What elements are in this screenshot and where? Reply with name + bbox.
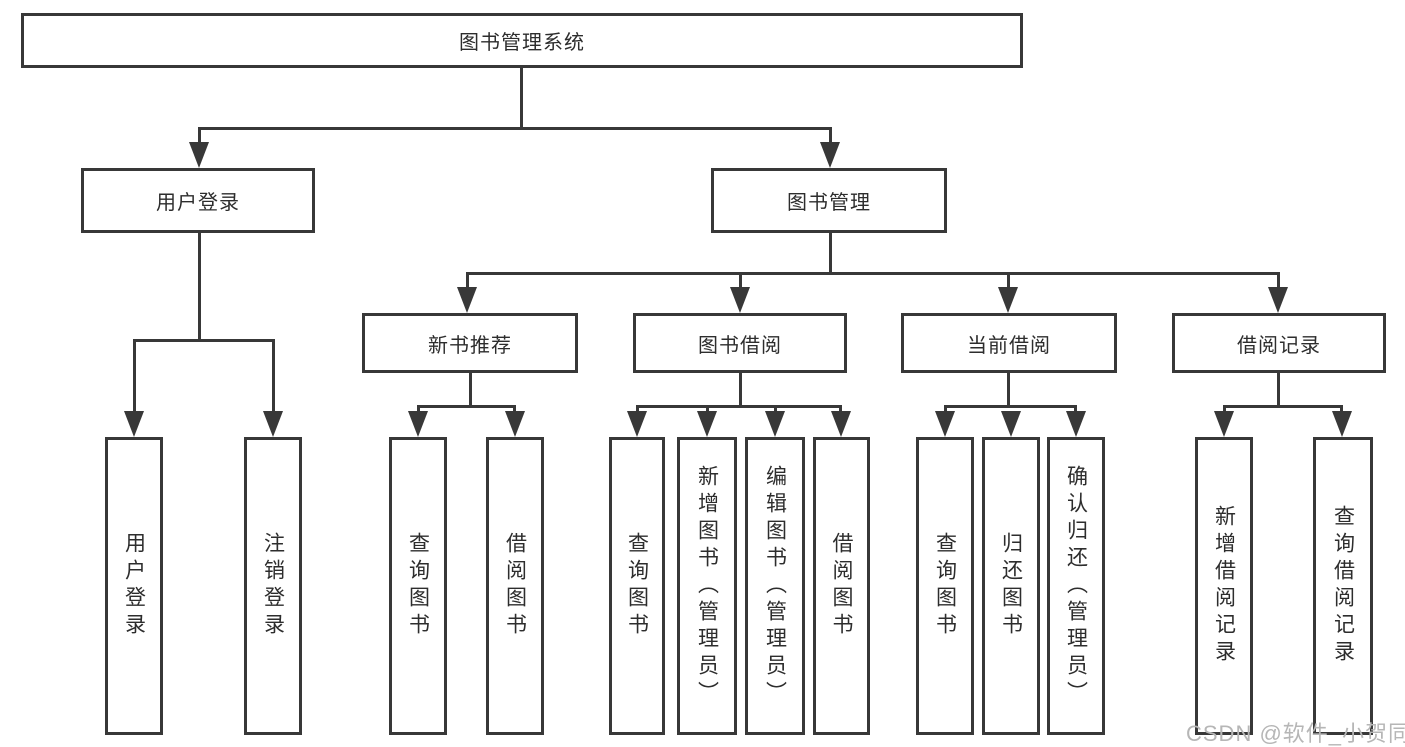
leaf-borrow-borrow-books-label: 借阅图书 <box>830 532 853 640</box>
connector-root-trunk <box>520 68 523 127</box>
connector-current-drop-3 <box>1074 405 1077 415</box>
arrowhead-current-confirm-return <box>1066 411 1086 437</box>
leaf-borrow-query-books-label: 查询图书 <box>625 532 649 640</box>
leaf-records-query-record: 查询借阅记录 <box>1313 437 1373 735</box>
node-user-login-label: 用户登录 <box>156 192 240 214</box>
leaf-current-return-books: 归还图书 <box>982 437 1040 735</box>
leaf-current-confirm-return-admin-label: 确认归还（管理员） <box>1064 464 1088 708</box>
leaf-current-return-books-label: 归还图书 <box>999 532 1023 640</box>
connector-borrow-drop-3 <box>774 405 777 415</box>
node-current-borrow: 当前借阅 <box>901 313 1117 373</box>
arrowhead-records-query-record <box>1332 411 1352 437</box>
arrowhead-borrow-edit-books <box>765 411 785 437</box>
leaf-rec-query-books-label: 查询图书 <box>406 532 430 640</box>
connector-book-drop-4 <box>1277 272 1280 292</box>
leaf-logout: 注销登录 <box>244 437 302 735</box>
connector-root-bar <box>198 127 832 130</box>
connector-current-trunk <box>1007 373 1010 407</box>
leaf-rec-query-books: 查询图书 <box>389 437 447 735</box>
arrowhead-borrow-borrow-books <box>831 411 851 437</box>
node-current-borrow-label: 当前借阅 <box>967 334 1051 357</box>
connector-book-bar <box>466 272 1279 275</box>
node-book-borrow-label: 图书借阅 <box>698 334 782 357</box>
arrowhead-to-leaf-logout <box>263 411 283 437</box>
node-book-mgmt-branch: 图书管理 <box>711 168 947 233</box>
node-new-book-rec: 新书推荐 <box>362 313 578 373</box>
connector-book-trunk <box>829 233 832 274</box>
connector-borrow-drop-4 <box>839 405 842 415</box>
node-root-library-system: 图书管理系统 <box>21 13 1023 68</box>
arrowhead-current-return-books <box>1001 411 1021 437</box>
leaf-borrow-add-books-admin: 新增图书（管理员） <box>677 437 737 735</box>
leaf-current-query-books-label: 查询图书 <box>933 532 957 640</box>
connector-book-drop-2 <box>739 272 742 292</box>
connector-borrow-drop-1 <box>636 405 639 415</box>
node-user-login-branch: 用户登录 <box>81 168 315 233</box>
connector-user-bar <box>133 339 274 342</box>
leaf-records-add-record-label: 新增借阅记录 <box>1212 505 1236 667</box>
leaf-user-login: 用户登录 <box>105 437 163 735</box>
arrowhead-borrow-add-books <box>697 411 717 437</box>
arrowhead-to-new-book-rec <box>457 287 477 313</box>
leaf-borrow-edit-books-admin: 编辑图书（管理员） <box>745 437 805 735</box>
leaf-current-confirm-return-admin: 确认归还（管理员） <box>1047 437 1105 735</box>
leaf-records-query-record-label: 查询借阅记录 <box>1331 505 1355 667</box>
connector-user-drop-2 <box>272 339 275 417</box>
connector-records-drop-2 <box>1340 405 1343 415</box>
connector-root-drop-right <box>829 127 832 149</box>
leaf-records-add-record: 新增借阅记录 <box>1195 437 1253 735</box>
leaf-borrow-edit-books-admin-label: 编辑图书（管理员） <box>763 464 787 708</box>
arrowhead-rec-borrow-books <box>505 411 525 437</box>
connector-borrow-trunk <box>739 373 742 407</box>
arrowhead-to-user-login-branch <box>189 142 209 168</box>
connector-current-drop-1 <box>944 405 947 415</box>
leaf-user-login-label: 用户登录 <box>122 532 146 640</box>
connector-root-drop-left <box>198 127 201 149</box>
connector-borrow-bar <box>636 405 842 408</box>
connector-book-drop-1 <box>466 272 469 292</box>
leaf-logout-label: 注销登录 <box>261 532 285 640</box>
connector-user-drop-1 <box>133 339 136 417</box>
leaf-borrow-query-books: 查询图书 <box>609 437 665 735</box>
node-borrow-records-label: 借阅记录 <box>1237 334 1321 357</box>
connector-rec-drop-2 <box>513 405 516 415</box>
node-root-label: 图书管理系统 <box>459 32 585 54</box>
arrowhead-to-leaf-user-login <box>124 411 144 437</box>
connector-borrow-drop-2 <box>706 405 709 415</box>
leaf-borrow-borrow-books: 借阅图书 <box>813 437 870 735</box>
node-borrow-records: 借阅记录 <box>1172 313 1386 373</box>
connector-user-trunk <box>198 233 201 339</box>
leaf-rec-borrow-books-label: 借阅图书 <box>503 532 527 640</box>
node-book-borrow: 图书借阅 <box>633 313 847 373</box>
arrowhead-to-book-mgmt-branch <box>820 142 840 168</box>
connector-rec-bar <box>417 405 516 408</box>
connector-records-trunk <box>1277 373 1280 407</box>
node-new-book-rec-label: 新书推荐 <box>428 334 512 357</box>
csdn-watermark: CSDN @软件_小贺同学 <box>1186 721 1405 746</box>
arrowhead-to-borrow-records <box>1268 287 1288 313</box>
leaf-current-query-books: 查询图书 <box>916 437 974 735</box>
connector-rec-drop-1 <box>417 405 420 415</box>
leaf-rec-borrow-books: 借阅图书 <box>486 437 544 735</box>
connector-current-bar <box>944 405 1077 408</box>
arrowhead-current-query-books <box>935 411 955 437</box>
connector-book-drop-3 <box>1007 272 1010 292</box>
connector-rec-trunk <box>469 373 472 407</box>
node-book-mgmt-label: 图书管理 <box>787 192 871 214</box>
leaf-borrow-add-books-admin-label: 新增图书（管理员） <box>695 464 719 708</box>
connector-records-drop-1 <box>1223 405 1226 415</box>
connector-records-bar <box>1223 405 1343 408</box>
arrowhead-to-book-borrow <box>730 287 750 313</box>
arrowhead-records-add-record <box>1214 411 1234 437</box>
arrowhead-borrow-query-books <box>627 411 647 437</box>
arrowhead-to-current-borrow <box>998 287 1018 313</box>
arrowhead-rec-query-books <box>408 411 428 437</box>
